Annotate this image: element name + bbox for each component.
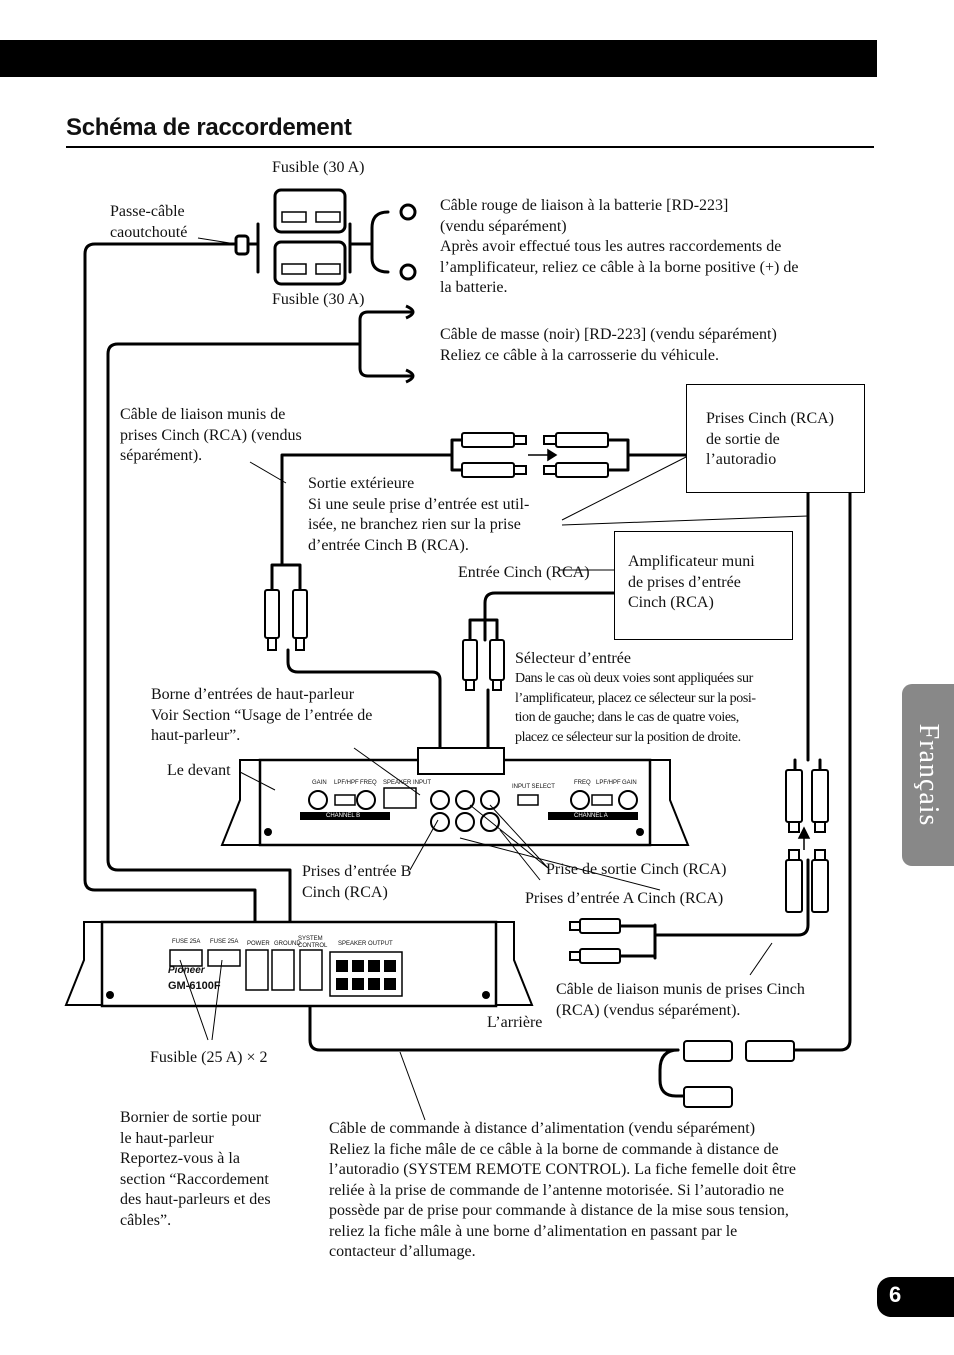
fuse-top-label: Fusible (30 A) — [272, 159, 365, 176]
page-number-badge: 6 — [877, 1277, 954, 1317]
head-unit-box — [686, 384, 865, 493]
amp-speaker-input-label: SPEAKER INPUT — [383, 780, 432, 786]
amp-model: GM-6100F — [168, 980, 221, 992]
rear-label: L’arrière — [487, 1014, 543, 1031]
language-tab-label: Français — [913, 723, 944, 827]
input-selector-title: Sélecteur d’entrée — [515, 650, 631, 667]
speaker-output-label: Bornier de sortie pour le haut-parleur R… — [120, 1109, 271, 1229]
page-number: 6 — [889, 1282, 902, 1307]
amp-channel-b-label: CHANNEL B — [326, 813, 361, 819]
header-bar — [0, 40, 877, 77]
amp-channel-a-label: CHANNEL A — [574, 813, 608, 819]
front-label: Le devant — [167, 762, 231, 779]
battery-cable — [83, 242, 257, 962]
speaker-input-label: Borne d’entrées de haut-parleur Voir Sec… — [151, 686, 373, 744]
amp-rear-panel — [64, 920, 534, 1008]
input-a-label: Prises d’entrée A Cinch (RCA) — [525, 890, 724, 907]
amp-rca-input-box — [614, 531, 793, 640]
amp-lpf-hpf-b-label: LPF/HPF — [334, 780, 359, 786]
language-tab: Français — [902, 684, 954, 866]
amp-front-panel — [220, 747, 690, 847]
title-rule — [66, 146, 874, 148]
amp-input-select-label: INPUT SELECT — [512, 784, 555, 790]
ground-cable-label: Câble de masse (noir) [RD-223] (vendu sé… — [440, 326, 777, 364]
rca-cable-bottom-label: Câble de liaison munis de prises Cinch (… — [556, 981, 805, 1019]
amp-lpf-hpf-a-label: LPF/HPF — [596, 780, 621, 786]
amp-power-label: POWER — [247, 941, 270, 947]
remote-cable — [308, 973, 680, 1052]
grommet — [234, 234, 250, 256]
fuse-holder-bottom — [273, 240, 347, 286]
amp-fuse-label-1: FUSE 25A — [172, 939, 201, 945]
external-out-label: Sortie extérieure Si une seule prise d’e… — [308, 475, 530, 554]
input-selector-desc: Dans le cas où deux voies sont appliquée… — [515, 671, 756, 745]
amp-ground-label: GROUND — [274, 941, 301, 947]
fuse-bottom-label: Fusible (30 A) — [272, 291, 365, 308]
page-title: Schéma de raccordement — [66, 114, 352, 141]
amp-system-control-label: SYSTEM CONTROL — [298, 936, 328, 949]
grommet-label: Passe-câble caoutchouté — [110, 203, 188, 241]
rca-input-label: Entrée Cinch (RCA) — [458, 564, 590, 581]
fuse-holder-top — [273, 188, 347, 234]
fuse-25-label: Fusible (25 A) × 2 — [150, 1049, 268, 1066]
head-unit-label: Prises Cinch (RCA) de sortie de l’autora… — [706, 410, 834, 468]
amp-fuse-label-2: FUSE 25A — [210, 939, 239, 945]
amp-freq-b-label: FREQ — [360, 780, 377, 786]
battery-cable-label: Câble rouge de liaison à la batterie [RD… — [440, 197, 799, 296]
remote-cable-label: Câble de commande à distance d’alimentat… — [329, 1120, 796, 1260]
amp-speaker-output-label: SPEAKER OUTPUT — [338, 941, 393, 947]
amp-rca-input-label: Amplificateur muni de prises d’entrée Ci… — [628, 553, 755, 611]
rca-cable-top-label: Câble de liaison munis de prises Cinch (… — [120, 406, 302, 464]
amp-freq-a-label: FREQ — [574, 780, 591, 786]
rca-output-label: Prise de sortie Cinch (RCA) — [546, 861, 727, 878]
amp-brand: Pioneer — [168, 965, 205, 976]
amp-gain-a-label: GAIN — [622, 780, 637, 786]
input-b-label: Prises d’entrée B Cinch (RCA) — [302, 863, 412, 901]
amp-gain-b-label: GAIN — [312, 780, 327, 786]
ground-cable — [106, 342, 362, 962]
